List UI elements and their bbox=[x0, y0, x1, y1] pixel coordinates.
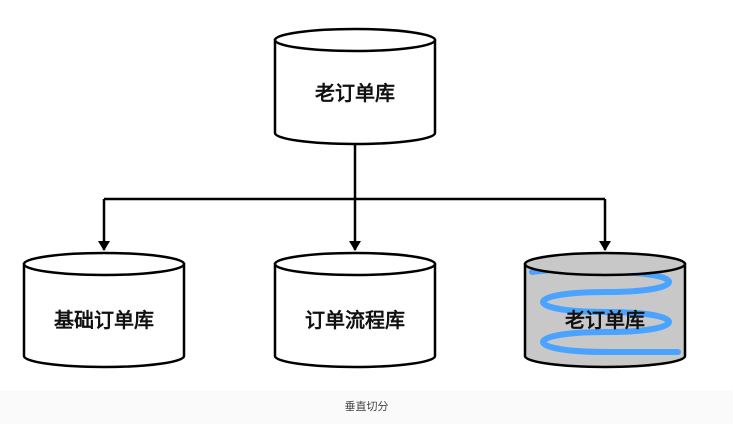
spring-icon bbox=[540, 269, 681, 355]
diagram-svg: 老订单库 基础订单库 订单流程库 老订单库 bbox=[22, 27, 687, 369]
source-database-label: 老订单库 bbox=[315, 81, 395, 105]
connector-lines bbox=[98, 145, 611, 251]
figure-caption: 垂直切分 bbox=[344, 400, 389, 413]
target-database-basic: 基础订单库 bbox=[22, 251, 186, 369]
target-database-flow: 订单流程库 bbox=[273, 251, 437, 369]
diagram-canvas: 老订单库 基础订单库 订单流程库 老订单库 bbox=[22, 27, 687, 369]
target-database-old-label: 老订单库 bbox=[565, 308, 645, 332]
target-database-old-highlighted: 老订单库 bbox=[523, 251, 687, 369]
target-database-basic-label: 基础订单库 bbox=[54, 308, 154, 332]
target-database-flow-label: 订单流程库 bbox=[305, 308, 405, 332]
source-database: 老订单库 bbox=[273, 27, 437, 146]
